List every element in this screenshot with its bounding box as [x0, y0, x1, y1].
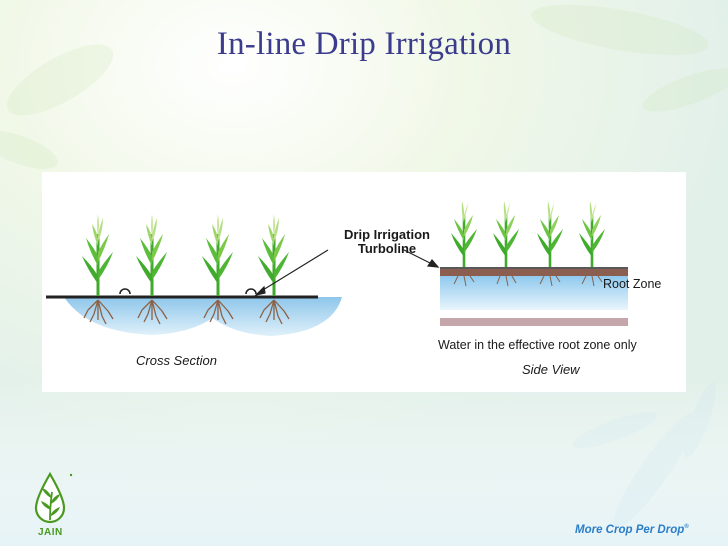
diagram-drawing: [46, 199, 628, 336]
wetted-soil-bulbs: [64, 297, 342, 336]
tagline: More Crop Per Drop®: [575, 524, 689, 536]
slide-title: In-line Drip Irrigation: [216, 26, 512, 62]
side-view-plants: [449, 199, 607, 269]
irrigation-diagram: Drip Irrigation Turboline Cross Section …: [42, 172, 686, 392]
deep-soil-band: [440, 318, 628, 326]
drip-irrigation-label: Drip Irrigation Turboline: [332, 228, 442, 256]
side-view-roots: [453, 275, 603, 287]
jain-logo-icon: [34, 471, 73, 524]
drip-tube-right: [245, 288, 257, 295]
tagline-mark: ®: [684, 524, 689, 531]
drip-tube-left: [119, 288, 131, 295]
side-view-label: Side View: [522, 362, 580, 377]
root-zone-label: Root Zone: [603, 277, 662, 291]
cross-section-plants: [80, 212, 291, 298]
jain-logo-text: JAIN: [38, 527, 63, 538]
label-pointer-arrows: [254, 248, 440, 297]
cross-section-label: Cross Section: [136, 353, 217, 368]
drip-label-line1: Drip Irrigation: [344, 227, 430, 242]
side-view-light-band: [440, 310, 628, 316]
water-root-zone-label: Water in the effective root zone only: [438, 338, 637, 352]
root-zone-band: [440, 269, 628, 276]
tagline-text: More Crop Per Drop: [575, 524, 685, 536]
drip-label-line2: Turboline: [357, 241, 417, 256]
soil-water-band: [440, 276, 628, 310]
